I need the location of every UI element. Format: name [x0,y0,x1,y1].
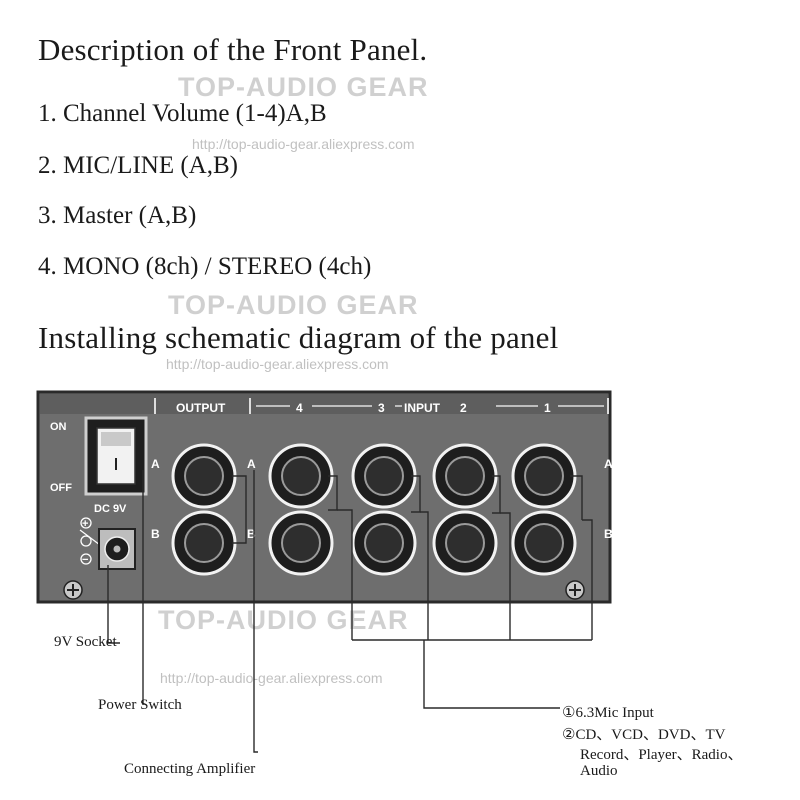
jack-core [281,456,321,496]
polarity-icon [80,517,92,529]
input-bracket-2 [492,475,501,514]
input-callout-2: ②CD、VCD、DVD、TV [562,727,726,743]
channel-2-label: 2 [460,401,467,415]
jack-core [184,456,224,496]
watermark-url: http://top-audio-gear.aliexpress.com [166,356,389,372]
jack-core [184,523,224,563]
input-bracket-3b [420,511,429,640]
amp-leader [232,475,247,544]
row-b-label: B [151,527,160,541]
input-callout-2-cont: Record、Player、Radio、 [580,747,743,763]
polarity-minus: − [82,554,88,566]
channel-1-label: 1 [544,401,551,415]
list-item: 2. MIC/LINE (A,B) [38,152,238,179]
jack-inner-group [184,456,564,563]
amp-leader-down [253,470,258,753]
list-item: 3. Master (A,B) [38,202,197,229]
socket-leader [107,565,120,644]
input-bracket-4 [328,475,338,511]
list-item: 4. MONO (8ch) / STEREO (4ch) [38,253,372,280]
watermark-brand: TOP-AUDIO GEAR [168,290,419,320]
input-bus-drop [423,640,560,709]
input-bracket-2b [500,512,511,640]
output-label: OUTPUT [176,401,226,415]
amplifier-callout: Connecting Amplifier [124,761,256,777]
input-bracket-1 [570,475,583,520]
input-callout-1: ①6.3Mic Input [562,705,654,721]
input-label: INPUT [404,401,441,415]
jack-core [364,523,404,563]
leader-lines [107,470,593,753]
jack-core [445,456,485,496]
watermark-url: http://top-audio-gear.aliexpress.com [160,670,383,686]
install-heading: Installing schematic diagram of the pane… [38,320,559,355]
jack-core [281,523,321,563]
off-label: OFF [50,482,72,494]
jack-core [524,523,564,563]
polarity-line [79,529,101,546]
on-label: ON [50,421,67,433]
watermark-brand: TOP-AUDIO GEAR [158,605,409,635]
input-bracket-1b [582,519,593,640]
watermark-url: http://top-audio-gear.aliexpress.com [192,136,415,152]
channel-4-label: 4 [296,401,303,415]
input-callout-2-end: Audio [580,763,618,779]
row-a-label: A [151,457,160,471]
row-b-label: B [604,527,613,541]
jack-core [524,456,564,496]
input-bracket-4b [337,509,353,640]
row-b-label: B [247,527,256,541]
polarity-plus: + [82,518,88,530]
power-switch-callout: Power Switch [98,697,182,713]
panel-top-strip [40,394,608,414]
input-bracket-3 [411,475,421,513]
channel-3-label: 3 [378,401,385,415]
watermark-brand: TOP-AUDIO GEAR [178,72,429,102]
jack-core [445,523,485,563]
dc-socket-pin [113,545,121,553]
front-panel-heading: Description of the Front Panel. [38,32,428,67]
socket-callout: 9V Socket [54,634,117,650]
polarity-icon [80,535,92,547]
dc-label: DC 9V [94,503,127,515]
jack-core [364,456,404,496]
power-switch-rocker-top [101,432,131,446]
row-a-label: A [247,457,256,471]
list-item: 1. Channel Volume (1-4)A,B [38,100,327,127]
row-a-label: A [604,457,613,471]
jacks-group [171,443,577,576]
polarity-icon [80,553,92,565]
